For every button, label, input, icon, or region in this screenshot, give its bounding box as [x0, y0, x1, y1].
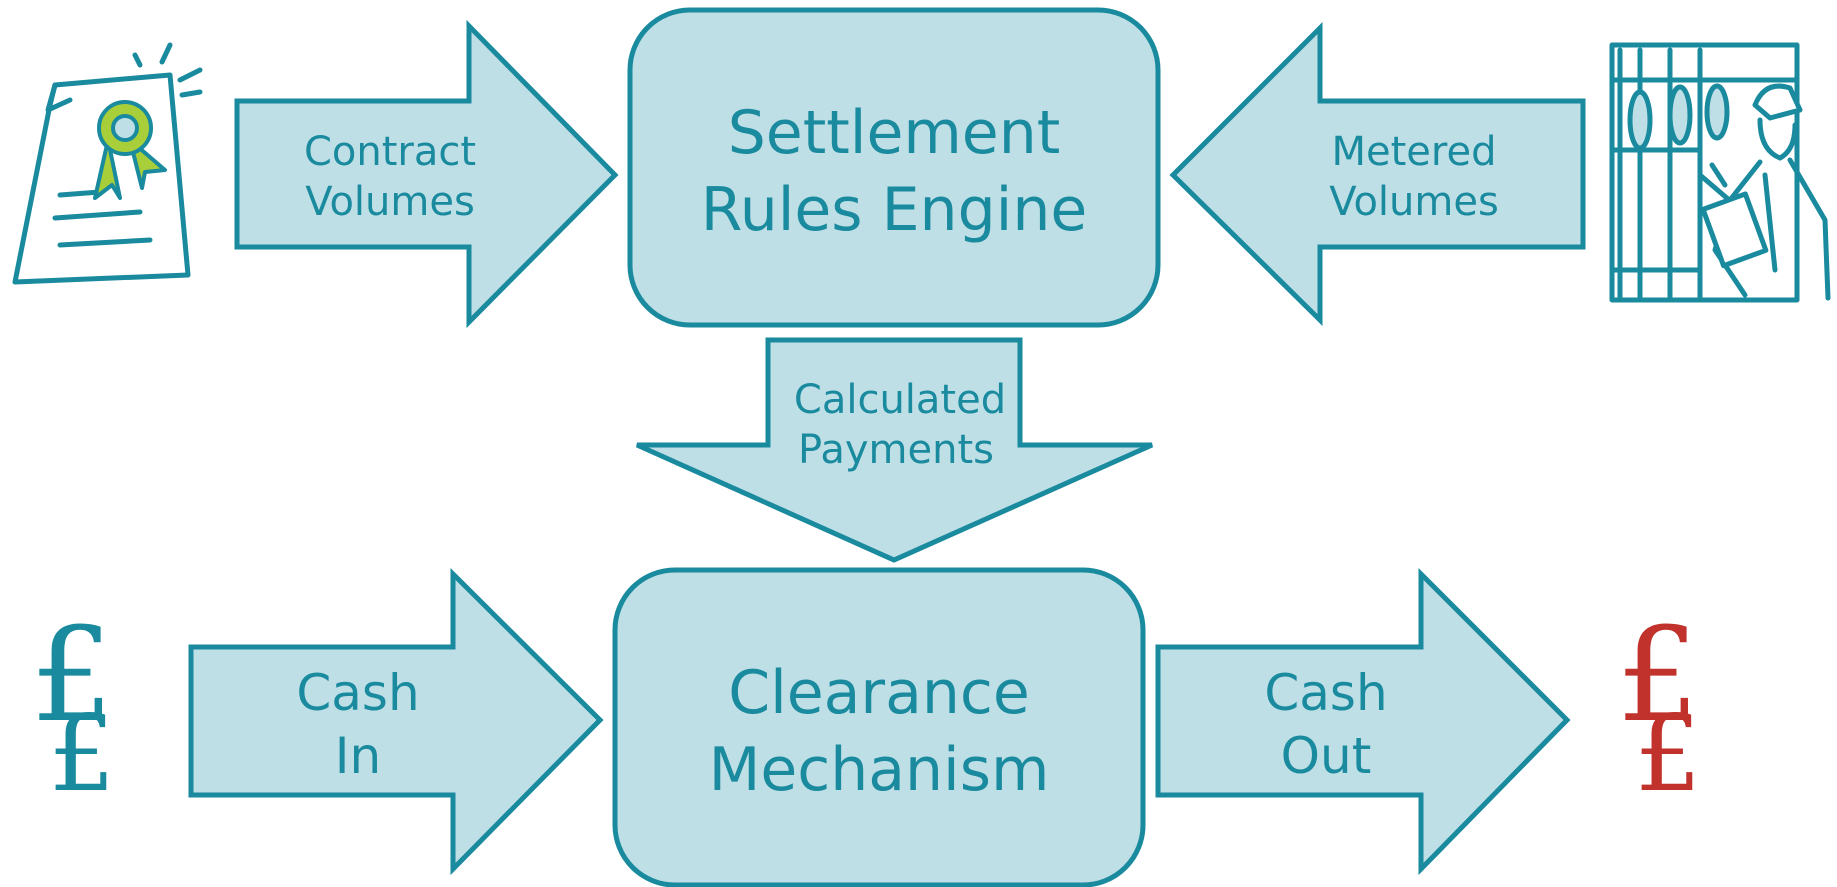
cash-out-label-line1: Cash [1264, 664, 1387, 722]
certificate-icon [12, 42, 203, 285]
svg-text:£: £ [1635, 693, 1702, 815]
cash-in-label-line1: Cash [296, 664, 419, 722]
cash-out-label-line2: Out [1281, 727, 1372, 785]
cash-in-label-line2: In [335, 727, 381, 785]
contract-volumes-label-line1: Contract [304, 129, 476, 175]
cash-out-arrow: Cash Out [1155, 567, 1571, 876]
calculated-payments-label-line1: Calculated [794, 377, 1006, 423]
svg-text:£: £ [49, 693, 116, 815]
meter-reader-icon [1609, 42, 1831, 303]
metered-volumes-arrow: Metered Volumes [1169, 21, 1586, 326]
clearance-box-line1: Clearance [728, 658, 1030, 728]
svg-text:£: £ [1617, 599, 1700, 751]
clearance-mechanism-box: Clearance Mechanism [612, 567, 1146, 887]
contract-volumes-label-line2: Volumes [305, 179, 475, 225]
settlement-rules-engine-box: Settlement Rules Engine [627, 7, 1161, 328]
calculated-payments-label-line2: Payments [798, 427, 994, 473]
cash-in-arrow: Cash In [188, 567, 604, 876]
pound-sign-icon-right: £ £ [1617, 599, 1702, 815]
pound-sign-icon-left: £ £ [31, 599, 116, 815]
metered-volumes-label-line1: Metered [1332, 129, 1497, 175]
metered-volumes-label-line2: Volumes [1329, 179, 1499, 225]
settlement-box-line1: Settlement [728, 98, 1061, 168]
calculated-payments-arrow: Calculated Payments [635, 337, 1154, 563]
contract-volumes-arrow: Contract Volumes [234, 19, 619, 329]
settlement-box-line2: Rules Engine [701, 175, 1088, 245]
svg-text:£: £ [31, 599, 114, 751]
clearance-box-line2: Mechanism [709, 735, 1050, 805]
